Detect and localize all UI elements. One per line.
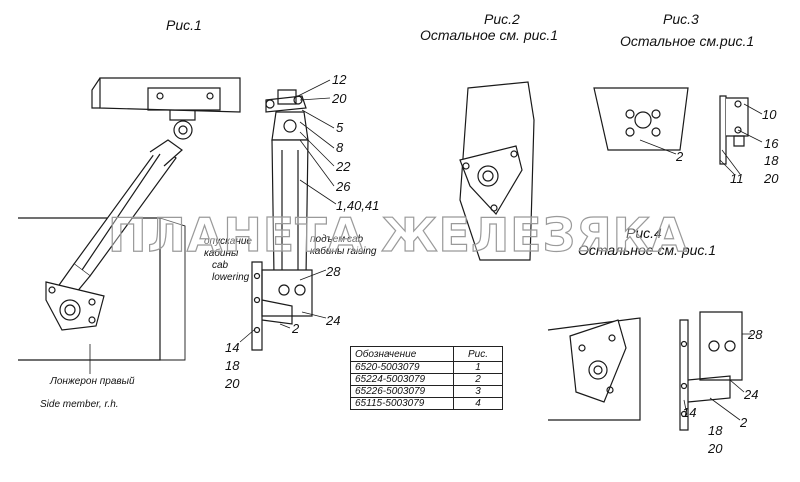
fig3-note: Остальное см.рис.1 bbox=[620, 33, 755, 49]
callout-12: 12 bbox=[332, 72, 347, 87]
fig3-part bbox=[594, 88, 748, 164]
fig4-part bbox=[548, 312, 742, 430]
table-header-designation: Обозначение bbox=[350, 346, 454, 362]
table-cell-figure: 4 bbox=[453, 397, 503, 410]
fig1-title: Рис.1 bbox=[166, 17, 202, 33]
table-cell-figure: 1 bbox=[453, 361, 503, 374]
fig4-callout-18: 18 bbox=[708, 423, 723, 438]
callout-26: 26 bbox=[336, 179, 351, 194]
leader-lines bbox=[90, 80, 762, 420]
fig2-note: Остальное см. рис.1 bbox=[420, 27, 559, 43]
fig2-title: Рис.2 bbox=[484, 11, 520, 27]
fig3-title: Рис.3 bbox=[663, 11, 699, 27]
callout-5: 5 bbox=[336, 120, 344, 135]
table-header-figure: Рис. bbox=[453, 346, 503, 362]
callout-8: 8 bbox=[336, 140, 344, 155]
fig3-callout-18: 18 bbox=[764, 153, 779, 168]
table-cell-designation: 6520-5003079 bbox=[350, 361, 454, 374]
table-cell-designation: 65226-5003079 bbox=[350, 385, 454, 398]
table-cell-designation: 65115-5003079 bbox=[350, 397, 454, 410]
callout-14: 14 bbox=[225, 340, 240, 355]
table-cell-figure: 2 bbox=[453, 373, 503, 386]
table-row: 65224-5003079 2 bbox=[350, 373, 503, 386]
fig4-callout-14: 14 bbox=[682, 405, 697, 420]
callout-22: 22 bbox=[336, 159, 351, 174]
lowering-ru-label: опускание кабины bbox=[204, 236, 252, 259]
table-row: 65226-5003079 3 bbox=[350, 385, 503, 398]
fig3-callout-10: 10 bbox=[762, 107, 777, 122]
table-cell-designation: 65224-5003079 bbox=[350, 373, 454, 386]
callout-20: 20 bbox=[332, 91, 347, 106]
fig3-callout-16: 16 bbox=[764, 136, 779, 151]
callout-1-40-41: 1,40,41 bbox=[336, 198, 380, 213]
fig3-callout-2: 2 bbox=[676, 149, 684, 164]
lowering-en-label: cab lowering bbox=[212, 260, 250, 283]
raising-en-label: cab raising bbox=[347, 234, 377, 257]
fig4-title: Рис.4 bbox=[626, 225, 662, 241]
table-cell-figure: 3 bbox=[453, 385, 503, 398]
designation-table: Обозначение Рис. 6520-5003079 1 65224-50… bbox=[350, 346, 503, 410]
fig3-callout-20: 20 bbox=[764, 171, 779, 186]
callout-28: 28 bbox=[326, 264, 341, 279]
callout-20-bottom: 20 bbox=[225, 376, 240, 391]
fig4-callout-2: 2 bbox=[740, 415, 748, 430]
side-member-ru-label: Лонжерон правый bbox=[50, 376, 135, 387]
fig3-callout-11: 11 bbox=[730, 171, 744, 186]
fig4-callout-20: 20 bbox=[708, 441, 723, 456]
fig1-bracket bbox=[46, 282, 104, 330]
fig1-vertical-cylinder bbox=[252, 90, 312, 350]
raising-ru-label: подъем кабины bbox=[310, 234, 346, 257]
fig4-callout-28: 28 bbox=[748, 327, 763, 342]
table-row: 6520-5003079 1 bbox=[350, 361, 503, 374]
table-row: 65115-5003079 4 bbox=[350, 397, 503, 410]
fig2-part bbox=[460, 82, 534, 260]
callout-24: 24 bbox=[326, 313, 341, 328]
fig1-frame bbox=[18, 78, 240, 360]
side-member-en-label: Side member, r.h. bbox=[40, 399, 119, 410]
fig4-note: Остальное см. рис.1 bbox=[578, 242, 717, 258]
callout-18: 18 bbox=[225, 358, 240, 373]
table-header-row: Обозначение Рис. bbox=[350, 346, 503, 362]
callout-2: 2 bbox=[292, 321, 300, 336]
fig1-cylinder bbox=[52, 140, 182, 305]
fig4-callout-24: 24 bbox=[744, 387, 759, 402]
